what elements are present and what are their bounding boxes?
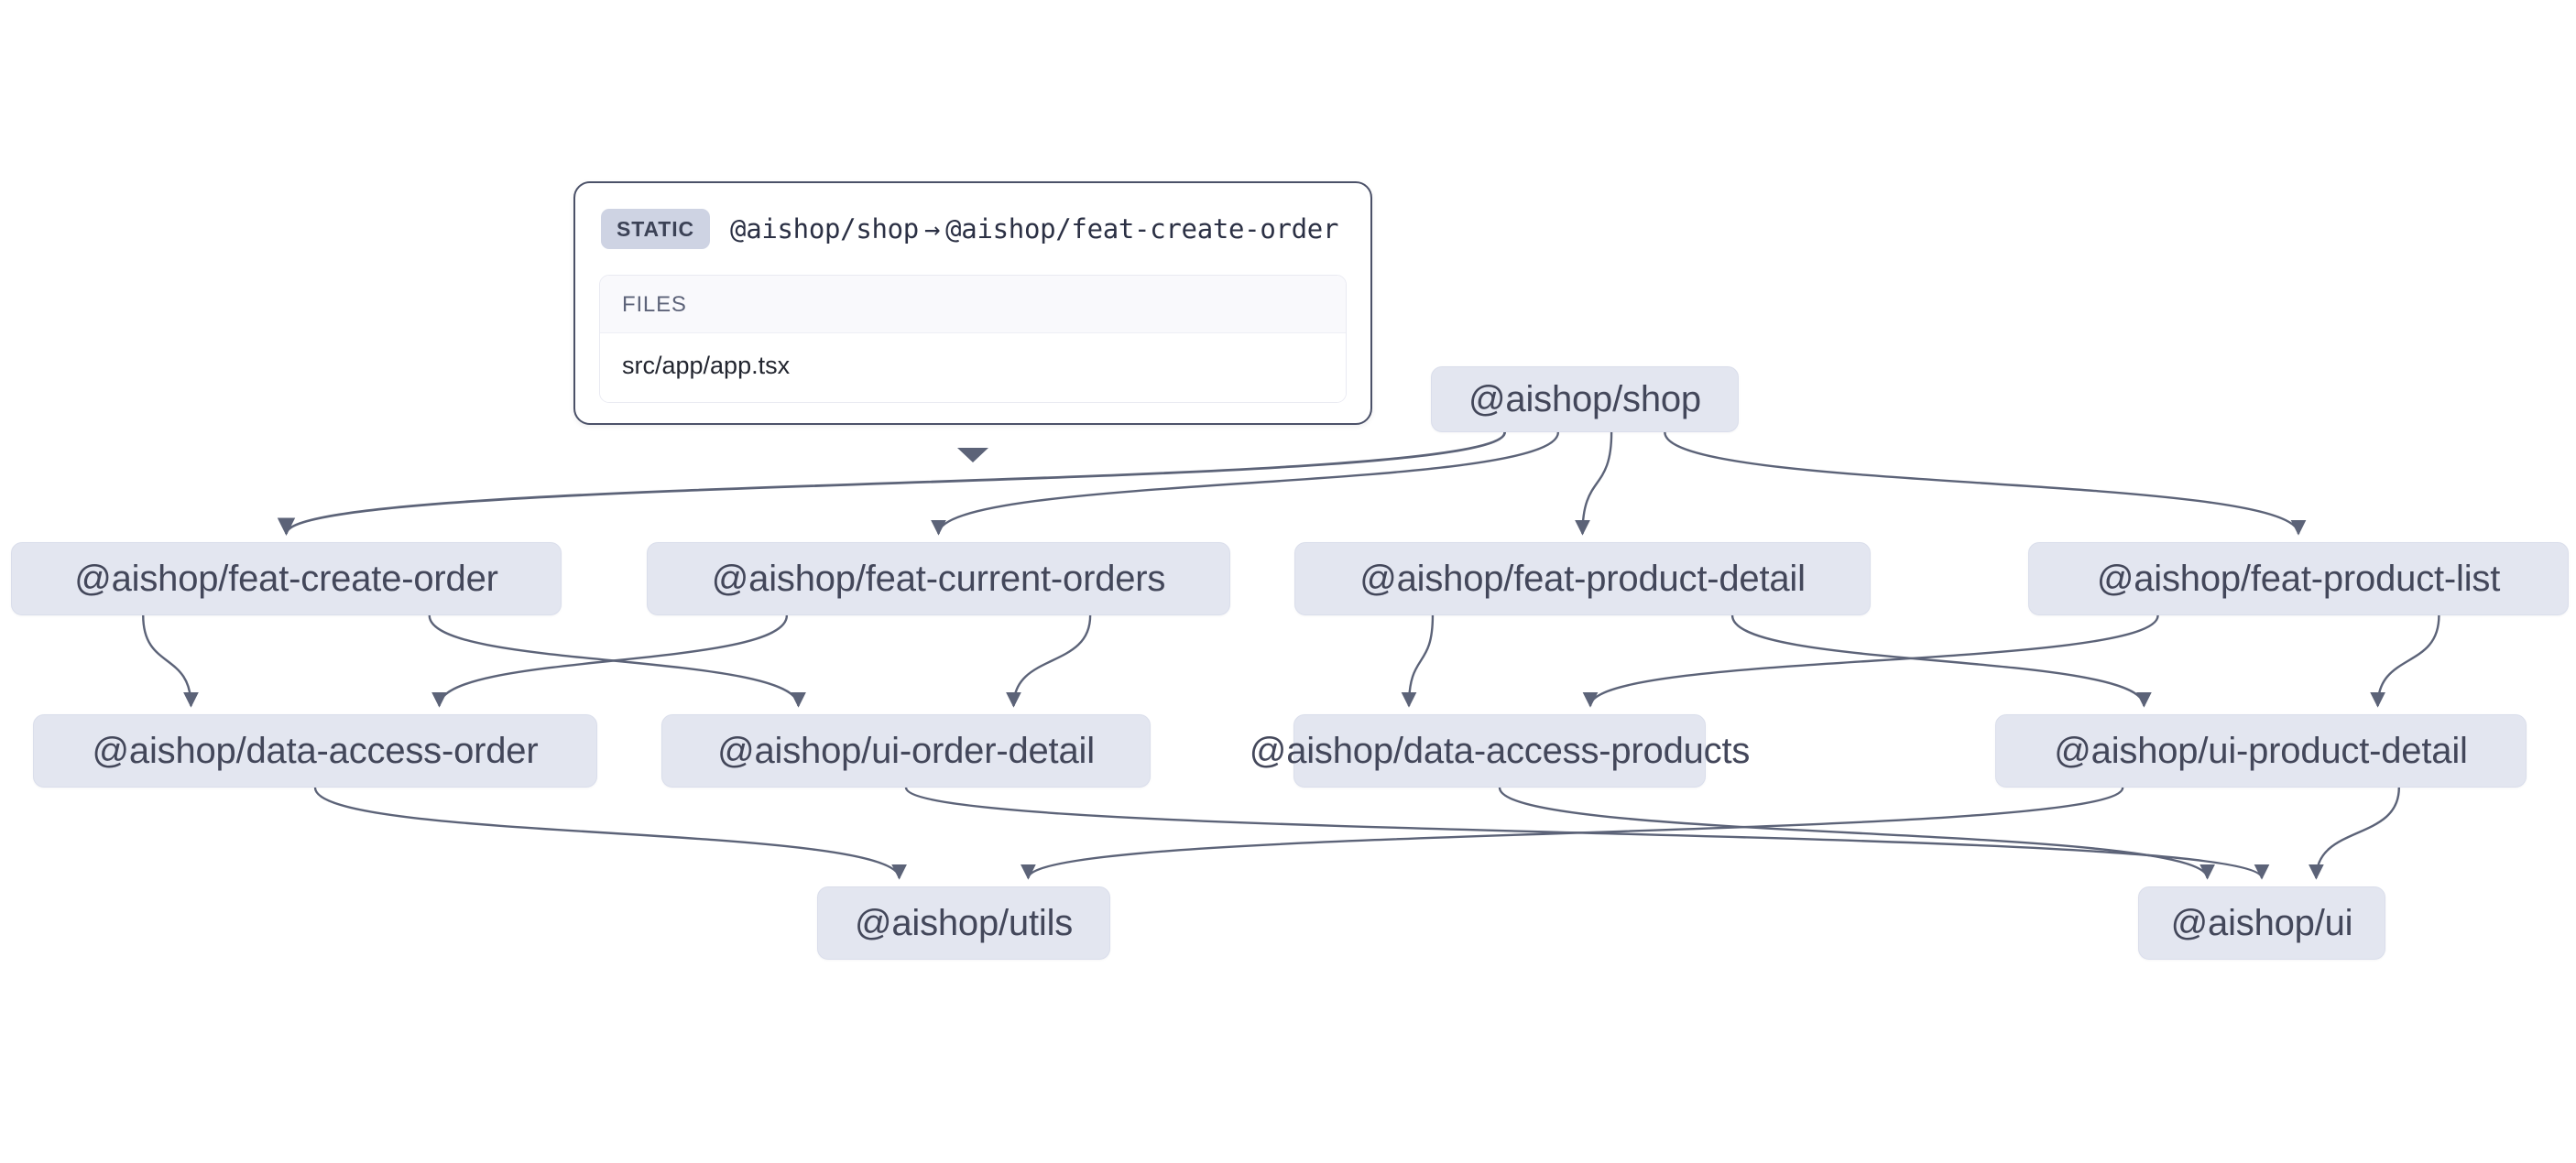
- graph-node-label: @aishop/utils: [854, 902, 1074, 943]
- graph-node-ui-product-detail[interactable]: @aishop/ui-product-detail: [1995, 714, 2527, 788]
- route-arrow-icon: →: [923, 213, 941, 245]
- graph-node-label: @aishop/shop: [1468, 378, 1701, 419]
- route-source-label: @aishop/shop: [730, 213, 919, 245]
- files-list: src/app/app.tsx: [600, 333, 1346, 402]
- graph-edge-feat-create-order-to-ui-order-detail[interactable]: [428, 614, 806, 708]
- graph-node-feat-current-orders[interactable]: @aishop/feat-current-orders: [647, 542, 1230, 615]
- file-row[interactable]: src/app/app.tsx: [600, 333, 1346, 402]
- graph-edge-feat-current-orders-to-ui-order-detail[interactable]: [1006, 614, 1092, 708]
- graph-node-label: @aishop/ui-order-detail: [717, 730, 1095, 771]
- graph-node-feat-create-order[interactable]: @aishop/feat-create-order: [11, 542, 562, 615]
- graph-node-label: @aishop/feat-product-detail: [1359, 558, 1806, 599]
- graph-node-utils[interactable]: @aishop/utils: [817, 886, 1110, 960]
- dependency-type-badge: STATIC: [601, 209, 711, 249]
- graph-edge-shop-to-feat-create-order[interactable]: [278, 431, 1507, 536]
- graph-node-label: @aishop/feat-current-orders: [711, 558, 1166, 599]
- graph-edge-ui-order-detail-to-ui[interactable]: [904, 787, 2270, 880]
- graph-node-label: @aishop/ui: [2170, 902, 2353, 943]
- graph-edge-data-access-order-to-utils[interactable]: [313, 787, 907, 880]
- graph-node-label: @aishop/feat-create-order: [74, 558, 498, 599]
- graph-edge-feat-current-orders-to-data-access-order[interactable]: [431, 614, 789, 708]
- graph-edge-feat-product-list-to-ui-product-detail[interactable]: [2370, 614, 2440, 708]
- tooltip-pointer-arrow: [957, 448, 988, 462]
- graph-node-label: @aishop/feat-product-list: [2096, 558, 2501, 599]
- graph-node-data-access-order[interactable]: @aishop/data-access-order: [33, 714, 597, 788]
- graph-edge-ui-product-detail-to-utils[interactable]: [1021, 787, 2124, 880]
- graph-node-data-access-products[interactable]: @aishop/data-access-products: [1250, 714, 1750, 788]
- graph-edge-feat-product-detail-to-ui-product-detail[interactable]: [1730, 614, 2152, 708]
- graph-node-ui[interactable]: @aishop/ui: [2138, 886, 2385, 960]
- files-panel-header: FILES: [600, 276, 1346, 333]
- graph-edge-feat-create-order-to-data-access-order[interactable]: [142, 614, 199, 708]
- graph-node-label: @aishop/ui-product-detail: [2054, 730, 2468, 771]
- tooltip-header: STATIC @aishop/shop→@aishop/feat-create-…: [599, 207, 1347, 255]
- graph-node-shop[interactable]: @aishop/shop: [1431, 366, 1739, 432]
- dependency-route: @aishop/shop→@aishop/feat-create-order: [730, 213, 1338, 245]
- graph-edge-data-access-products-to-ui[interactable]: [1498, 787, 2215, 880]
- route-target-label: @aishop/feat-create-order: [945, 213, 1339, 245]
- graph-edge-feat-product-list-to-data-access-products[interactable]: [1582, 614, 2159, 708]
- edge-detail-tooltip[interactable]: STATIC @aishop/shop→@aishop/feat-create-…: [573, 181, 1372, 425]
- graph-edge-ui-product-detail-to-ui[interactable]: [2309, 787, 2400, 880]
- files-panel: FILES src/app/app.tsx: [599, 275, 1347, 403]
- graph-node-ui-order-detail[interactable]: @aishop/ui-order-detail: [661, 714, 1151, 788]
- graph-node-label: @aishop/data-access-products: [1249, 730, 1751, 771]
- graph-edge-feat-product-detail-to-data-access-products[interactable]: [1401, 614, 1435, 708]
- graph-node-feat-product-detail[interactable]: @aishop/feat-product-detail: [1294, 542, 1871, 615]
- graph-edge-shop-to-feat-current-orders[interactable]: [931, 431, 1560, 536]
- graph-edge-shop-to-feat-product-list[interactable]: [1664, 431, 2307, 536]
- graph-node-feat-product-list[interactable]: @aishop/feat-product-list: [2028, 542, 2569, 615]
- graph-node-label: @aishop/data-access-order: [92, 730, 539, 771]
- graph-edge-shop-to-feat-product-detail[interactable]: [1575, 431, 1613, 536]
